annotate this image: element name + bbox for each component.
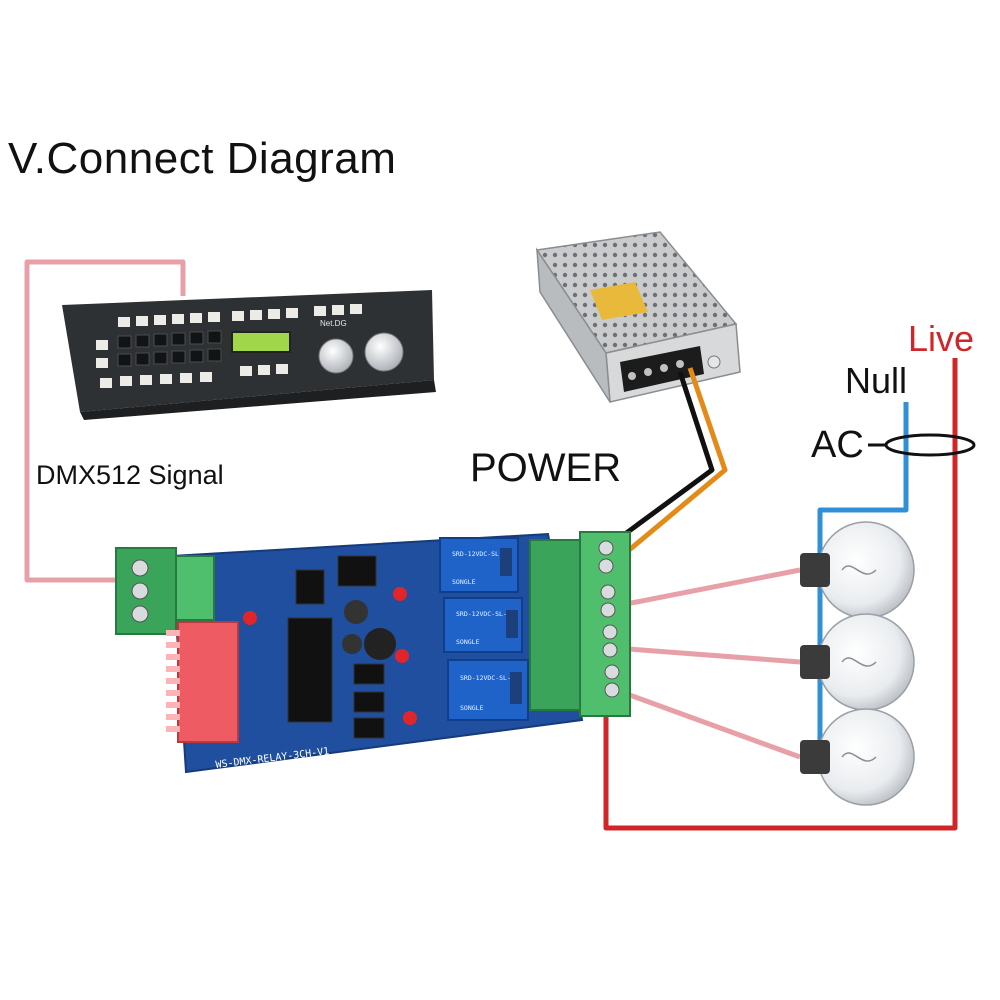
power-label: POWER xyxy=(470,446,622,490)
controller-knob-right xyxy=(364,332,404,372)
capacitor xyxy=(364,628,396,660)
null-label: Null xyxy=(845,360,908,401)
relay-blue-leds xyxy=(500,548,522,704)
lamp-wires xyxy=(615,567,801,760)
light-bulb xyxy=(800,708,915,806)
svg-text:SONGLE: SONGLE xyxy=(452,578,476,586)
dmx-controller: Net.DG xyxy=(62,290,436,420)
relay-board: SRD-12VDC-SL-C SRD-12VDC-SL-C SRD-12VDC-… xyxy=(115,531,631,774)
svg-text:SONGLE: SONGLE xyxy=(460,704,484,712)
ac-label: AC xyxy=(811,424,864,466)
power-supply-screws xyxy=(628,360,684,380)
diagram-title: V.Connect Diagram xyxy=(8,134,397,183)
dip-switch xyxy=(166,621,239,743)
ac-ring xyxy=(884,433,976,457)
controller-lcd xyxy=(231,331,291,353)
dmx-terminal-block xyxy=(115,547,215,635)
output-terminal-block xyxy=(529,531,631,717)
relay-labels: SRD-12VDC-SL-C SRD-12VDC-SL-C SRD-12VDC-… xyxy=(452,550,515,712)
light-bulb xyxy=(800,521,915,619)
live-label: Live xyxy=(908,318,975,359)
power-supply xyxy=(535,231,741,403)
controller-side-buttons xyxy=(96,340,288,388)
dmx-signal-wire xyxy=(24,259,186,583)
capacitor xyxy=(342,634,362,654)
relays xyxy=(439,537,529,721)
controller-keypad xyxy=(117,330,222,367)
svg-text:SRD-12VDC-SL-C: SRD-12VDC-SL-C xyxy=(452,550,507,558)
dmx-signal-label: DMX512 Signal xyxy=(36,460,224,490)
status-leds xyxy=(243,587,417,725)
controller-brand: Net.DG xyxy=(320,319,347,328)
svg-text:SRD-12VDC-SL-C: SRD-12VDC-SL-C xyxy=(460,674,515,682)
controller-top-buttons xyxy=(118,304,362,327)
ic-chips xyxy=(287,555,385,739)
svg-text:SONGLE: SONGLE xyxy=(456,638,480,646)
svg-text:SRD-12VDC-SL-C: SRD-12VDC-SL-C xyxy=(456,610,511,618)
power-wire-orange xyxy=(608,367,728,568)
null-wire xyxy=(817,402,909,757)
controller-knob-left xyxy=(318,338,354,374)
power-wire-black xyxy=(604,371,715,551)
light-bulb xyxy=(800,613,915,711)
capacitor xyxy=(344,600,368,624)
